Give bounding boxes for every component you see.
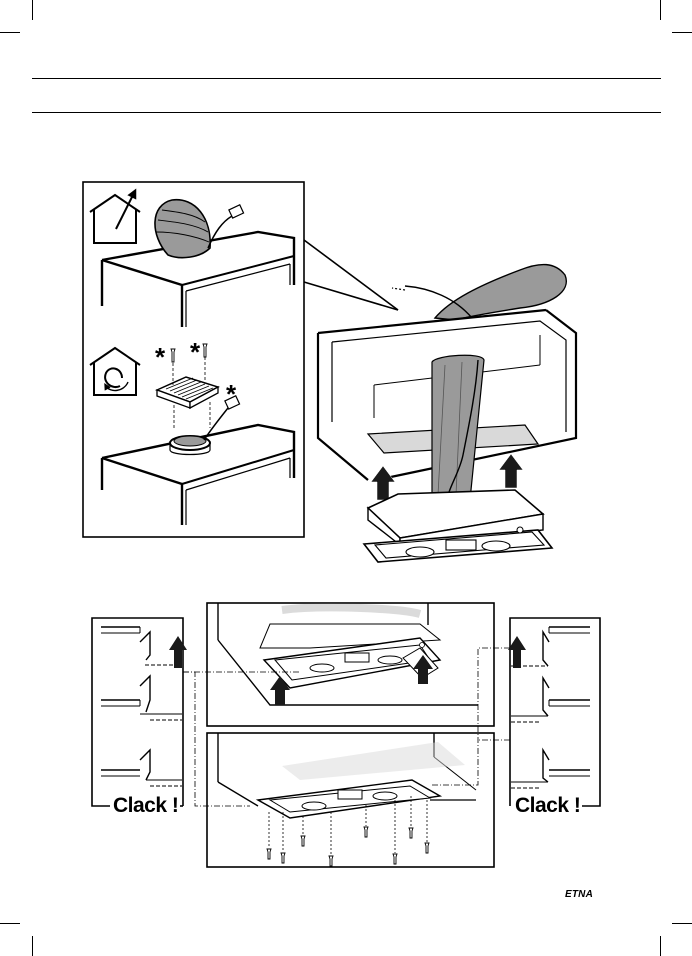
clack-label-right: Clack !	[513, 795, 582, 817]
clack-label-left: Clack !	[111, 795, 180, 817]
asterisk-mark: *	[155, 344, 165, 370]
brand-logo: ETNA	[565, 889, 593, 901]
asterisk-mark: *	[226, 381, 236, 407]
arrow-up-icon	[169, 636, 187, 668]
clip-detail-left	[92, 618, 187, 806]
asterisk-mark: *	[190, 339, 200, 365]
hood-clip-lower-view	[207, 733, 494, 867]
hood-clip-upper-view	[207, 603, 494, 726]
main-hood-installation	[318, 265, 576, 562]
clip-detail-right	[508, 618, 600, 806]
